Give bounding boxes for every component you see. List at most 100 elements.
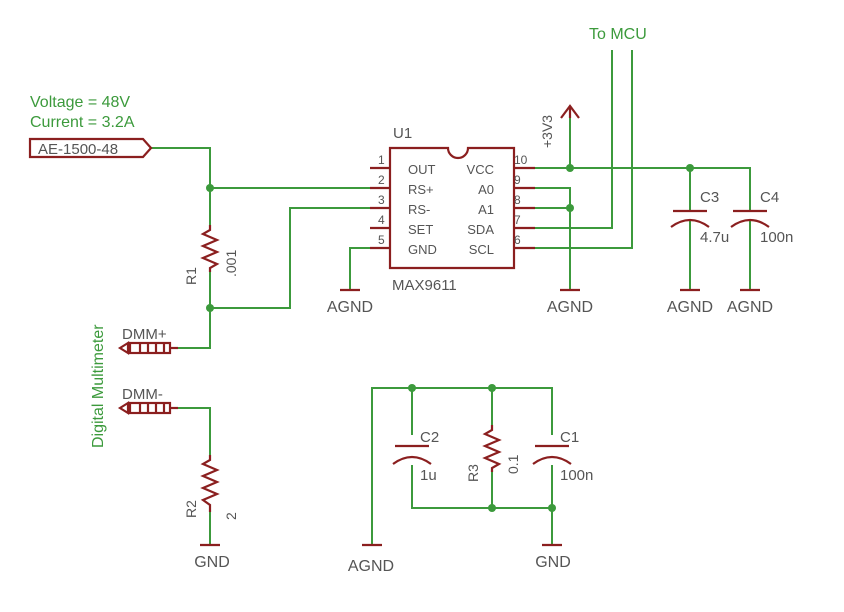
ground-agnd-c3: AGND xyxy=(667,288,713,316)
supply-arrow-icon xyxy=(560,104,580,119)
pin-number: 3 xyxy=(378,193,385,207)
wire-address xyxy=(535,187,571,290)
junction-dot xyxy=(566,164,574,172)
r2-value: 2 xyxy=(223,512,239,520)
ground-gnd-r2: GND xyxy=(194,543,230,571)
ground-label: AGND xyxy=(727,299,773,316)
ic-part-number: MAX9611 xyxy=(392,277,457,294)
ground-agnd-filter: AGND xyxy=(348,543,394,575)
r2-name: R2 xyxy=(183,500,199,518)
c1-name: C1 xyxy=(560,429,579,446)
probe-grip-icon xyxy=(138,343,166,353)
capacitor-c4: C4 100n xyxy=(730,189,793,246)
c2-value: 1u xyxy=(420,467,437,484)
r1-value: .001 xyxy=(223,250,239,277)
supply-3v3: +3V3 xyxy=(539,104,580,148)
pin-name: RS+ xyxy=(408,182,434,197)
pin-name: SDA xyxy=(467,222,494,237)
resistor-r2: R2 2 xyxy=(183,455,239,520)
c4-name: C4 xyxy=(760,189,779,206)
wire-rs-minus-net xyxy=(178,207,370,349)
to-mcu-note: To MCU xyxy=(589,26,647,43)
pin-name: GND xyxy=(408,242,437,257)
ground-gnd-filter: GND xyxy=(535,543,571,571)
ground-label: GND xyxy=(194,554,230,571)
ground-label: AGND xyxy=(348,558,394,575)
ground-agnd-c4: AGND xyxy=(727,288,773,316)
junction-dot xyxy=(686,164,694,172)
ground-label: AGND xyxy=(327,299,373,316)
wire-i2c xyxy=(535,50,633,249)
r3-name: R3 xyxy=(465,464,481,482)
pin-number: 1 xyxy=(378,153,385,167)
capacitor-c3: C3 4.7u xyxy=(670,189,729,246)
ground-label: AGND xyxy=(547,299,593,316)
junction-dot xyxy=(548,504,556,512)
connector-dmm-minus: DMM- xyxy=(117,386,178,415)
probe-tip-icon xyxy=(117,401,130,415)
source-flag xyxy=(28,137,153,159)
c2-name: C2 xyxy=(420,429,439,446)
dmm-plus-label: DMM+ xyxy=(122,326,167,343)
ground-agnd-address: AGND xyxy=(547,288,593,316)
ic-right-pins xyxy=(514,166,535,250)
wire-filter-bottom xyxy=(411,465,553,545)
pin-number: 2 xyxy=(378,173,385,187)
junction-dot xyxy=(206,184,214,192)
junction-dot xyxy=(488,504,496,512)
wires xyxy=(150,50,751,545)
probe-tip-icon xyxy=(117,341,130,355)
pin-number: 9 xyxy=(514,173,521,187)
junction-dot xyxy=(206,304,214,312)
pin-name: OUT xyxy=(408,162,436,177)
pin-number: 8 xyxy=(514,193,521,207)
connector-dmm-plus: DMM+ xyxy=(117,326,178,355)
c3-value: 4.7u xyxy=(700,229,729,246)
r1-name: R1 xyxy=(183,267,199,285)
ic-body xyxy=(388,146,516,270)
pin-name: VCC xyxy=(467,162,494,177)
wire-source-net xyxy=(150,147,370,225)
c3-name: C3 xyxy=(700,189,719,206)
dmm-minus-label: DMM- xyxy=(122,386,163,403)
wire-vcc-rail xyxy=(535,118,751,210)
pin-number: 10 xyxy=(514,153,528,167)
pin-name: SCL xyxy=(469,242,494,257)
ground-label: GND xyxy=(535,554,571,571)
pin-name: A1 xyxy=(478,202,494,217)
resistor-r1: R1 .001 xyxy=(183,225,239,285)
dmm-title-note: Digital Multimeter xyxy=(90,324,107,448)
pin-number: 6 xyxy=(514,233,521,247)
pin-name: SET xyxy=(408,222,433,237)
resistor-zigzag xyxy=(200,225,220,272)
capacitor-c1: C1 100n xyxy=(532,429,593,484)
junction-dot xyxy=(488,384,496,392)
junction-dot xyxy=(408,384,416,392)
r3-value: 0.1 xyxy=(505,454,521,474)
c1-value: 100n xyxy=(560,467,593,484)
wire-dmm-minus xyxy=(178,407,211,545)
ic-left-pins xyxy=(370,166,390,250)
source-label: AE-1500-48 xyxy=(28,137,153,159)
ground-agnd-u1: AGND xyxy=(327,288,373,316)
pin-number: 5 xyxy=(378,233,385,247)
probe-grip-icon xyxy=(138,403,166,413)
resistor-r3: R3 0.1 xyxy=(465,425,521,482)
pin-name: A0 xyxy=(478,182,494,197)
capacitor-plate-curved xyxy=(532,455,572,465)
ic-refdes: U1 xyxy=(393,125,412,142)
junctions xyxy=(206,164,694,512)
capacitor-plate-curved xyxy=(670,218,710,228)
pin-name: RS- xyxy=(408,202,430,217)
supply-label: +3V3 xyxy=(539,115,555,148)
pin-number: 7 xyxy=(514,213,521,227)
voltage-note: Voltage = 48V xyxy=(30,94,130,111)
capacitor-c2: C2 1u xyxy=(392,429,439,484)
c4-value: 100n xyxy=(760,229,793,246)
ic-u1: U1 1 2 3 4 5 OUT RS+ RS- SET GND 10 9 8 … xyxy=(370,125,535,294)
resistor-zigzag xyxy=(482,425,502,472)
ground-label: AGND xyxy=(667,299,713,316)
wire-ic-gnd xyxy=(349,247,370,290)
capacitor-plate-curved xyxy=(730,218,770,228)
